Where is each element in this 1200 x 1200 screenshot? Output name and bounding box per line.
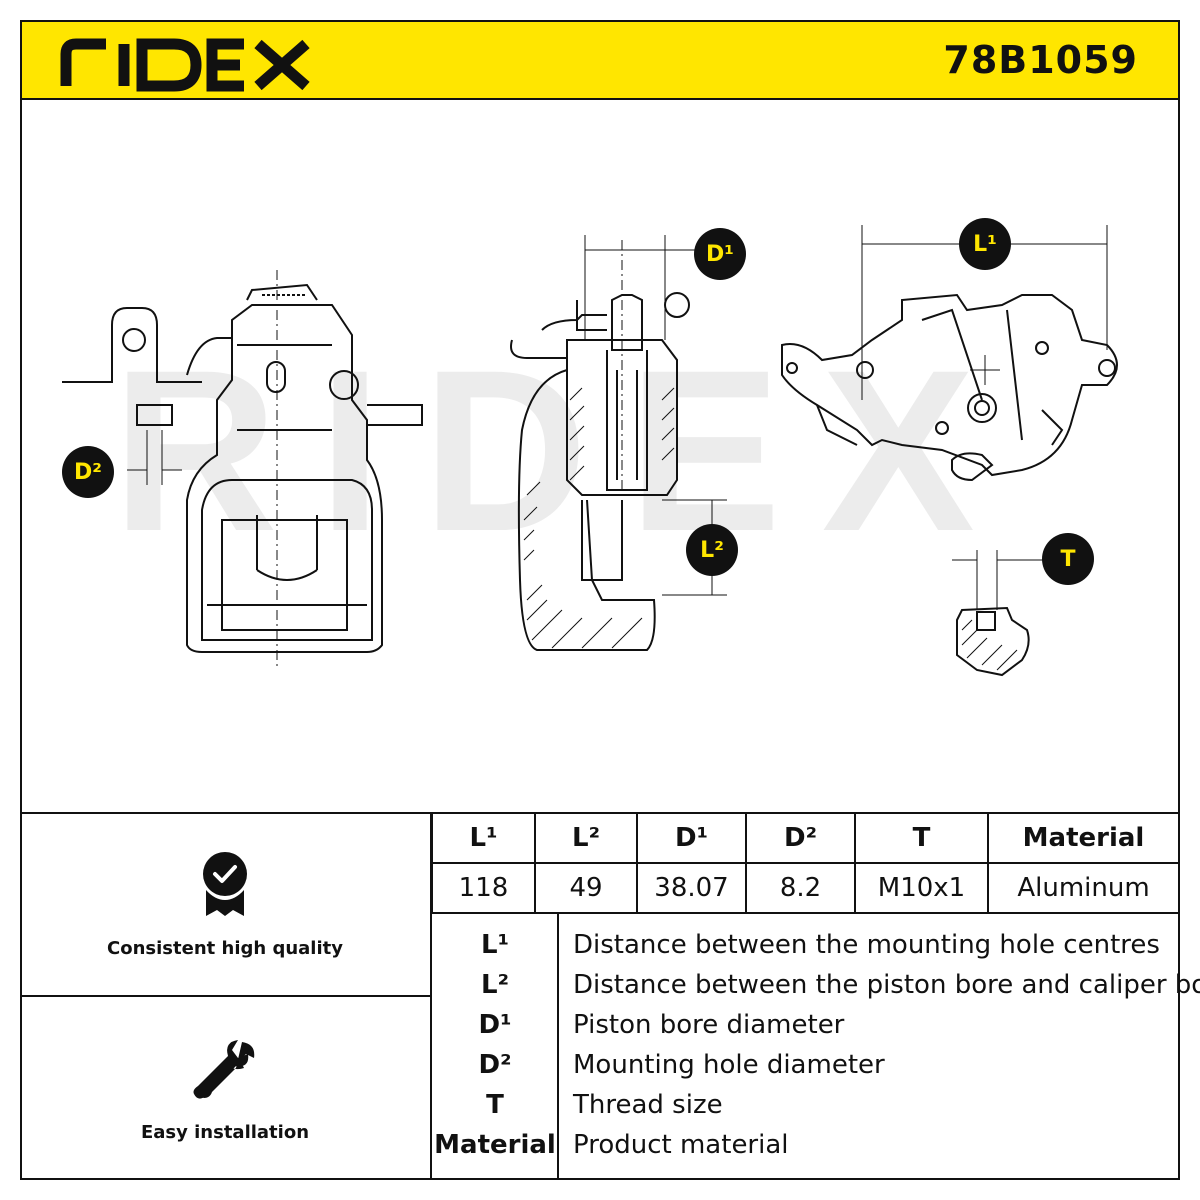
legend-row: D² Mounting hole diameter: [431, 1050, 1180, 1090]
legend-key: D¹: [478, 1010, 512, 1040]
specs-value-row: 118 49 38.07 8.2 M10x1 Aluminum: [431, 862, 1180, 914]
badge-l2: L²: [686, 524, 738, 576]
section-hatching: [523, 387, 675, 649]
spec-value-l2: 49: [534, 862, 638, 914]
thread-hatching: [961, 619, 1018, 671]
feature-installation: Easy installation: [20, 1036, 430, 1143]
legend-desc: Thread size: [573, 1090, 723, 1120]
badge-t: T: [1042, 533, 1094, 585]
legend-desc: Distance between the piston bore and cal…: [573, 970, 1200, 1000]
legend-row: L² Distance between the piston bore and …: [431, 970, 1200, 1010]
legend-key: L¹: [481, 930, 509, 960]
legend-row: L¹ Distance between the mounting hole ce…: [431, 930, 1180, 970]
features-divider: [20, 995, 432, 997]
thread-detail-view: [956, 606, 1030, 677]
legend-table: L¹ Distance between the mounting hole ce…: [431, 912, 1200, 1180]
spec-value-d1: 38.07: [636, 862, 747, 914]
quality-badge-icon: [203, 852, 247, 916]
legend-desc: Distance between the mounting hole centr…: [573, 930, 1160, 960]
spec-header-material: Material: [987, 812, 1180, 864]
watermark-text: RIDEX: [112, 322, 1015, 579]
feature-quality: Consistent high quality: [20, 850, 430, 959]
legend-key: D²: [478, 1050, 512, 1080]
legend-row: Material Product material: [431, 1130, 1180, 1170]
spec-header-l1: L¹: [431, 812, 536, 864]
technical-drawing: RIDEX: [22, 100, 1178, 812]
spec-value-t: M10x1: [854, 862, 989, 914]
part-number: 78B1059: [943, 38, 1138, 82]
caliper-section-view: [510, 292, 690, 651]
feature-quality-label: Consistent high quality: [107, 938, 343, 959]
legend-desc: Product material: [573, 1130, 789, 1160]
spec-header-l2: L²: [534, 812, 638, 864]
spec-value-l1: 118: [431, 862, 536, 914]
legend-key: Material: [434, 1130, 556, 1160]
feature-installation-label: Easy installation: [140, 1122, 310, 1143]
spec-header-t: T: [854, 812, 989, 864]
legend-key: L²: [481, 970, 509, 1000]
spec-header-d1: D¹: [636, 812, 747, 864]
spec-value-d2: 8.2: [745, 862, 856, 914]
ridex-logo: [60, 38, 310, 92]
caliper-rear-view: [781, 293, 1118, 482]
legend-row: T Thread size: [431, 1090, 1180, 1130]
badge-d2: D²: [62, 446, 114, 498]
spec-header-d2: D²: [745, 812, 856, 864]
specs-header-row: L¹ L² D¹ D² T Material: [431, 812, 1180, 864]
caliper-front-view: [62, 283, 423, 653]
legend-row: D¹ Piston bore diameter: [431, 1010, 1180, 1050]
badge-d1: D¹: [694, 228, 746, 280]
badge-l1: L¹: [959, 218, 1011, 270]
wrench-icon: [193, 1040, 255, 1099]
legend-key: T: [486, 1090, 504, 1120]
caliper-drawing: RIDEX: [62, 225, 1118, 677]
header-bar: 78B1059: [20, 20, 1180, 100]
specs-table: L¹ L² D¹ D² T Material 118 49 38.07 8.2 …: [431, 812, 1180, 914]
legend-desc: Piston bore diameter: [573, 1010, 845, 1040]
legend-key-column: [431, 914, 559, 1180]
spec-value-material: Aluminum: [987, 862, 1180, 914]
legend-desc: Mounting hole diameter: [573, 1050, 885, 1080]
